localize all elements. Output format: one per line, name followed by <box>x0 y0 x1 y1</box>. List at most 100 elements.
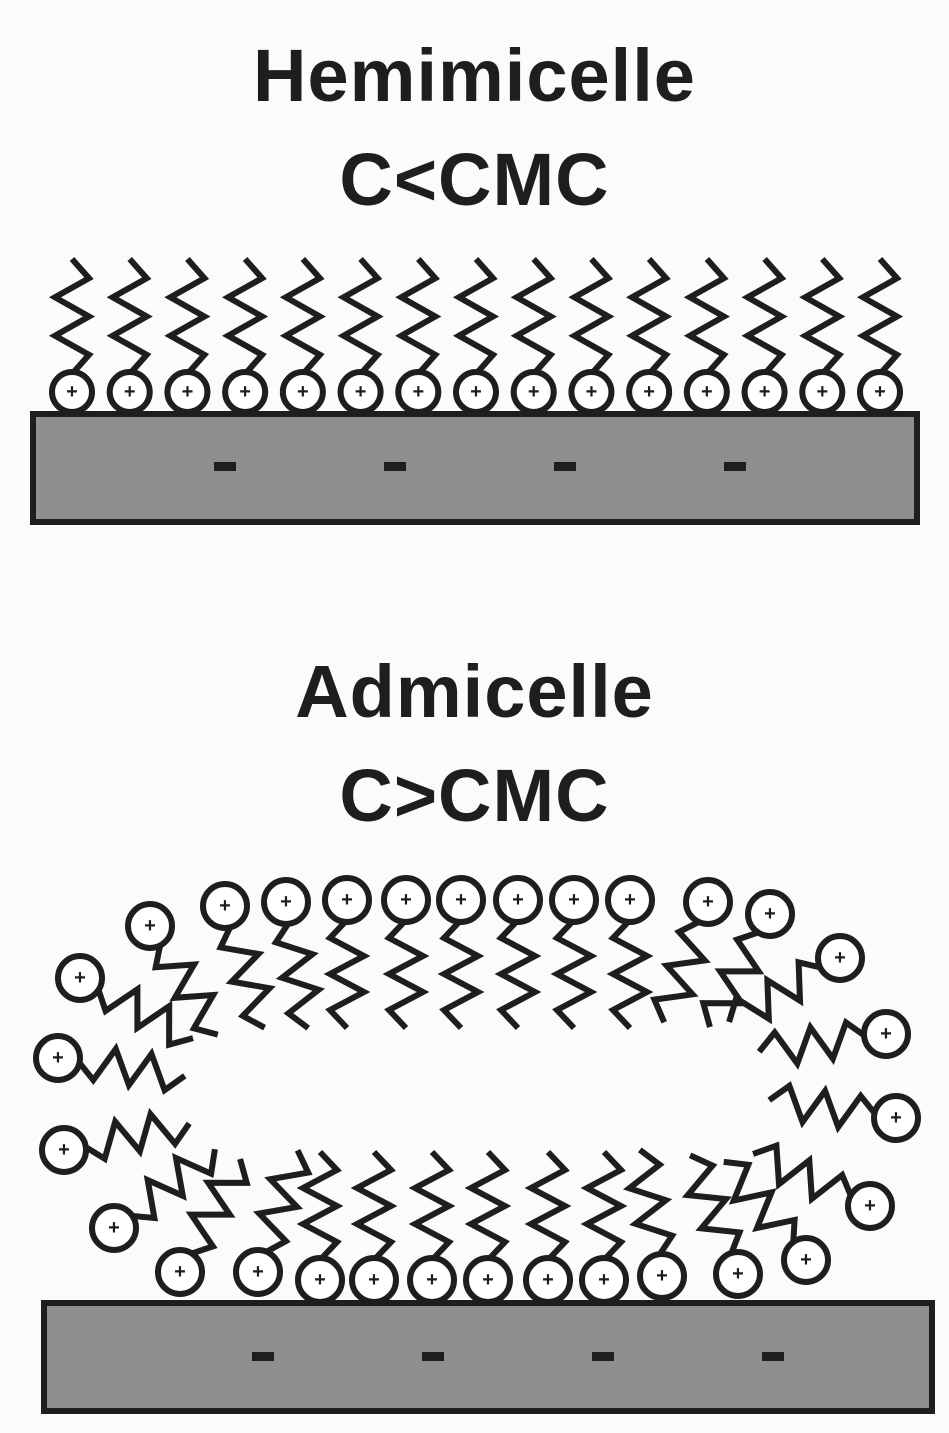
head-charge-plus: + <box>759 381 771 403</box>
surfactant-tail <box>683 257 731 376</box>
head-circle <box>89 1203 139 1253</box>
surfactant-tail <box>271 920 326 1031</box>
surfactant-head: + <box>436 875 486 925</box>
hemimicelle-heads: +++++++++++++++ <box>49 369 903 415</box>
surfactant-head: + <box>605 875 655 925</box>
surfactant-head: + <box>637 1251 687 1301</box>
head-circle <box>200 881 250 931</box>
surface-negative-charge <box>422 1352 444 1361</box>
surfactant-head: + <box>155 1247 205 1297</box>
surface-negative-charge <box>252 1352 274 1361</box>
head-circle <box>261 877 311 927</box>
head-circle <box>337 369 384 415</box>
head-charge-plus: + <box>219 895 231 917</box>
surfactant-tail <box>48 257 96 376</box>
head-charge-plus: + <box>702 891 714 913</box>
head-charge-plus: + <box>124 381 136 403</box>
surfactant-tail <box>856 257 904 376</box>
surfactant-head: + <box>568 369 615 415</box>
head-charge-plus: + <box>52 1047 64 1069</box>
surfactant-tail <box>494 917 542 1031</box>
surfactant-head: + <box>106 369 153 415</box>
head-circle <box>125 901 175 951</box>
head-charge-plus: + <box>800 1249 812 1271</box>
surfactant-tail <box>622 1147 677 1258</box>
head-circle <box>106 369 153 415</box>
head-charge-plus: + <box>701 381 713 403</box>
head-charge-plus: + <box>368 1269 380 1291</box>
head-charge-plus: + <box>252 1261 264 1283</box>
surfactant-head: + <box>295 1255 345 1305</box>
head-circle <box>637 1251 687 1301</box>
surfactant-tail <box>756 1017 868 1070</box>
head-charge-plus: + <box>144 915 156 937</box>
head-circle <box>799 369 846 415</box>
surfactant-head: + <box>322 875 372 925</box>
surfactant-head: + <box>683 369 730 415</box>
head-circle <box>871 1093 921 1143</box>
head-circle <box>295 1255 345 1305</box>
surfactant-tail <box>726 958 824 1025</box>
hemimicelle-surface-charges <box>214 462 746 471</box>
head-circle <box>626 369 673 415</box>
surfactant-head: + <box>510 369 557 415</box>
head-circle <box>605 875 655 925</box>
surfactant-tail <box>752 1141 855 1205</box>
head-charge-plus: + <box>182 381 194 403</box>
hemimicelle-substrate <box>30 411 920 525</box>
surfactant-tail <box>699 928 765 1028</box>
admicelle-surface-charges <box>252 1352 784 1361</box>
head-circle <box>322 875 372 925</box>
head-circle <box>741 369 788 415</box>
surfactant-head: + <box>279 369 326 415</box>
head-circle <box>39 1125 89 1175</box>
surfactant-tail <box>408 1149 456 1263</box>
surface-negative-charge <box>724 462 746 471</box>
surfactant-head: + <box>781 1235 831 1285</box>
head-charge-plus: + <box>280 891 292 913</box>
head-circle <box>713 1249 763 1299</box>
admicelle-title: Admicelle <box>295 650 654 733</box>
surfactant-head: + <box>861 1009 911 1059</box>
surface-negative-charge <box>214 462 236 471</box>
head-charge-plus: + <box>624 889 636 911</box>
surfactant-head: + <box>395 369 442 415</box>
head-circle <box>510 369 557 415</box>
admicelle-substrate <box>41 1300 935 1414</box>
surfactant-tail <box>296 1149 344 1263</box>
surface-negative-charge <box>554 462 576 471</box>
surfactant-tail <box>580 1149 628 1263</box>
head-charge-plus: + <box>412 381 424 403</box>
surfactant-tail <box>650 918 711 1024</box>
surfactant-tail <box>452 257 500 376</box>
surfactant-head: + <box>493 875 543 925</box>
head-circle <box>523 1255 573 1305</box>
hemimicelle-diagram: +++++++++++++++ <box>30 257 920 525</box>
surface-negative-charge <box>592 1352 614 1361</box>
head-charge-plus: + <box>834 947 846 969</box>
surfactant-tail <box>799 257 846 376</box>
surfactant-tail <box>395 257 442 376</box>
head-charge-plus: + <box>58 1139 70 1161</box>
surfactant-head: + <box>626 369 673 415</box>
surfactant-tail <box>464 1149 512 1263</box>
head-circle <box>222 369 269 415</box>
surfactant-tail <box>524 1149 572 1263</box>
head-circle <box>815 933 865 983</box>
surfactant-tail <box>279 257 327 376</box>
surfactant-tail <box>437 917 485 1031</box>
surfactant-head: + <box>871 1093 921 1143</box>
surfactant-tail <box>151 942 219 1038</box>
head-charge-plus: + <box>74 967 86 989</box>
head-circle <box>845 1181 895 1231</box>
surfactant-head: + <box>39 1125 89 1175</box>
head-circle <box>683 877 733 927</box>
head-charge-plus: + <box>643 381 655 403</box>
head-charge-plus: + <box>890 1107 902 1129</box>
surfactant-head: + <box>745 889 795 939</box>
surfactant-tail <box>337 257 384 376</box>
surfactant-head: + <box>55 953 105 1003</box>
surfactant-head: + <box>453 369 499 415</box>
head-charge-plus: + <box>764 903 776 925</box>
